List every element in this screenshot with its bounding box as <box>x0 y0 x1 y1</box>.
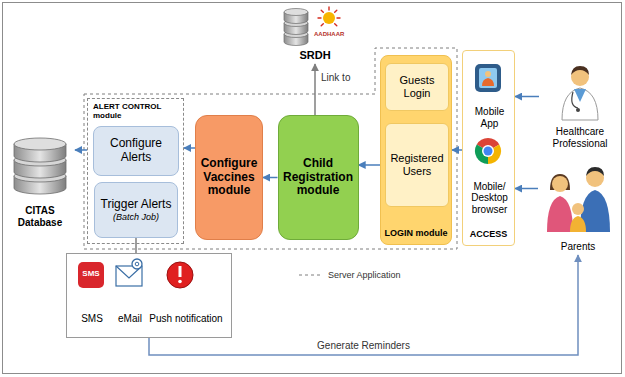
mobile-app-icon <box>475 64 501 92</box>
outer-frame <box>3 3 622 374</box>
aadhaar-logo <box>335 24 337 26</box>
node-text: Guests Login <box>388 74 446 99</box>
node-text: Parents <box>561 241 595 253</box>
push-icon <box>167 262 193 288</box>
process-box: Trigger Alerts(Batch Job) <box>94 182 178 238</box>
client-icon: Mobile/ Desktop browser <box>464 135 515 217</box>
connector-arrow <box>149 255 578 355</box>
sms-icon <box>78 262 104 288</box>
node-text: Healthcare Professional <box>539 126 621 149</box>
legend-entry: Server Application <box>298 270 401 280</box>
node-text: Configure Vaccines module <box>199 157 259 198</box>
dashed-sample <box>299 275 323 276</box>
edge-label: Generate Reminders <box>315 340 412 352</box>
database-icon <box>284 9 308 46</box>
module-group: LOGIN module Guests LoginRegistered Users <box>380 55 452 245</box>
connector-arrow <box>515 96 539 98</box>
push-icon <box>179 266 182 277</box>
doctor-figure <box>574 89 586 102</box>
edge-label: Link to <box>319 72 352 84</box>
browser-icon <box>475 138 501 164</box>
parents-figure <box>552 176 568 192</box>
connector-arrow <box>263 177 278 179</box>
connector-arrow <box>75 149 87 151</box>
parents-figure <box>586 167 604 176</box>
aadhaar-logo <box>328 7 329 10</box>
sms-icon <box>78 262 104 288</box>
node-text: Child Registration module <box>282 157 355 198</box>
mobile-app-icon <box>482 78 494 86</box>
node-text: Configure Alerts <box>97 137 175 165</box>
actor-figure: Parents <box>538 160 618 255</box>
mobile-app-icon <box>475 64 501 92</box>
aadhaar-logo <box>337 17 340 18</box>
parents-figure <box>570 216 586 232</box>
push-icon <box>178 280 182 284</box>
module-box: Configure Vaccines module <box>195 115 263 240</box>
doctor-figure <box>572 92 578 108</box>
node-text: LOGIN module <box>385 228 448 238</box>
aadhaar-logo <box>321 10 323 12</box>
connector-arrow <box>515 188 538 190</box>
database-icon <box>14 138 66 194</box>
doctor-figure <box>576 108 580 112</box>
database-icon <box>284 9 308 16</box>
node-text: (Batch Job) <box>113 212 159 222</box>
aadhaar-logo <box>318 7 340 26</box>
browser-icon <box>484 147 493 156</box>
push-icon <box>167 262 193 288</box>
node-text: Mobile/ Desktop browser <box>465 181 514 216</box>
legend-text: Server Application <box>328 270 401 280</box>
client-icon: Mobile App <box>464 61 515 131</box>
icon-text: SMS <box>78 270 104 279</box>
email-icon <box>132 259 142 269</box>
mobile-app-icon <box>479 68 497 88</box>
node-text: ACCESS <box>470 229 508 239</box>
login-box: Guests Login <box>385 63 449 111</box>
node-text: Push notification <box>149 313 222 325</box>
database-node: CITAS Database <box>5 132 75 230</box>
module-box: Child Registration module <box>278 115 359 240</box>
logo-text: AADHAAR <box>314 31 344 38</box>
mobile-app-icon <box>485 71 491 77</box>
email-icon <box>116 259 142 286</box>
parents-figure <box>547 167 610 232</box>
parents-figure <box>547 196 573 232</box>
connector-arrow <box>135 238 137 253</box>
node-text: ALERT CONTROL module <box>93 102 178 120</box>
access-panel: ACCESS Mobile AppMobile/ Desktop browser <box>462 50 515 246</box>
node-text: Registered Users <box>388 152 446 177</box>
login-box: Registered Users <box>385 123 449 207</box>
doctor-figure <box>571 66 589 75</box>
legend-sample <box>298 271 324 279</box>
aadhaar-logo <box>318 17 321 18</box>
node-text: CITAS Database <box>5 205 75 228</box>
module-group: ALERT CONTROL moduleConfigure AlertsTrig… <box>87 98 184 244</box>
node-text: eMail <box>118 313 142 325</box>
aadhaar-logo <box>323 12 335 24</box>
aadhaar-logo <box>321 24 323 26</box>
connector-arrow <box>314 64 316 115</box>
parents-figure <box>572 203 584 215</box>
connector-arrow <box>184 147 195 149</box>
connector-arrow <box>452 149 462 151</box>
node-text: SMS <box>81 313 103 325</box>
database-icon <box>14 138 66 150</box>
doctor-figure <box>562 66 598 120</box>
email-icon <box>135 262 139 266</box>
aadhaar-logo <box>335 10 337 12</box>
aadhaar-logo <box>318 7 340 26</box>
actor-figure: Healthcare Professional <box>539 62 621 152</box>
node-text: Trigger Alerts <box>101 198 172 212</box>
server-outline <box>84 48 457 249</box>
node-text: Mobile App <box>465 106 514 129</box>
doctor-figure <box>562 88 598 120</box>
process-box: Configure Alerts <box>93 126 179 176</box>
notification-box: SMS eMail Push notification <box>66 253 232 338</box>
node-text: SRDH <box>299 49 330 62</box>
browser-icon <box>482 145 494 157</box>
